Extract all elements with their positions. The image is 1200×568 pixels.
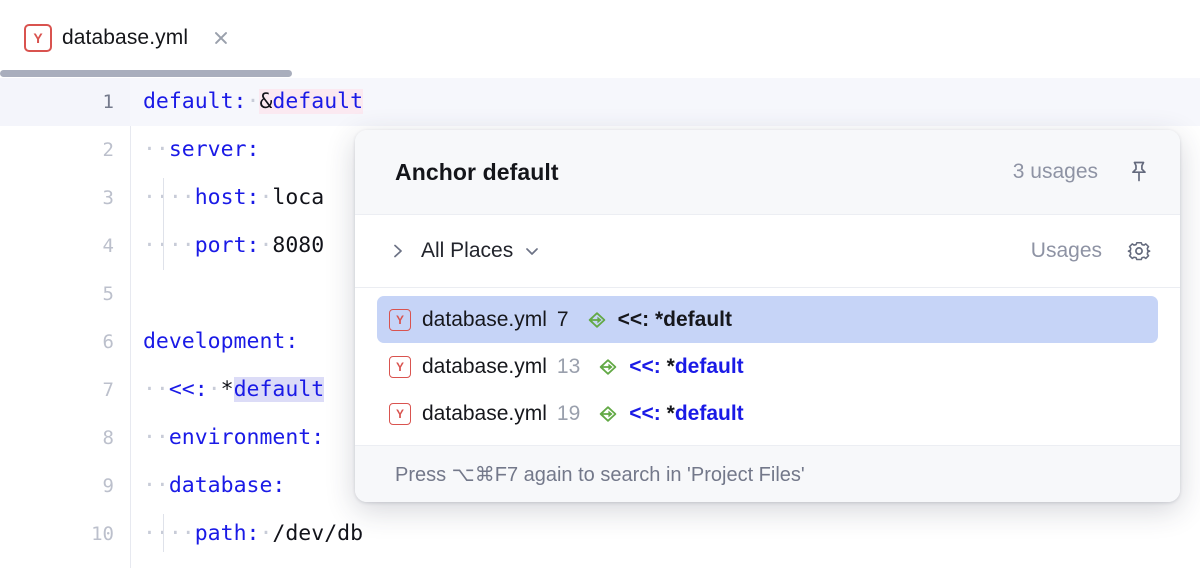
yml-file-icon: Y (389, 308, 411, 331)
code-token: loca (272, 185, 325, 210)
code-token: ·· (168, 233, 195, 258)
chevron-down-icon[interactable] (523, 242, 541, 260)
line-number: 5 (102, 283, 114, 305)
code-token: ·· (142, 377, 169, 402)
scope-label[interactable]: All Places (421, 239, 514, 262)
yml-file-icon: Y (389, 402, 411, 425)
popup-header: Anchor default 3 usages (355, 130, 1180, 215)
code-line[interactable]: ··database: (130, 462, 1200, 510)
line-number: 2 (102, 139, 114, 161)
line-number: 10 (91, 523, 114, 545)
code-line[interactable]: ····path:·/dev/db (130, 510, 1200, 558)
usages-count: 3 usages (1012, 160, 1098, 183)
result-line-number: 7 (556, 307, 569, 331)
code-token: ·· (142, 425, 169, 450)
code-token: ·· (142, 521, 169, 546)
code-token: development: (142, 329, 299, 354)
gutter-divider (130, 78, 131, 568)
result-line-number: 19 (556, 401, 581, 425)
anchor-declaration: default (272, 89, 364, 114)
code-line[interactable]: development: (130, 318, 1200, 366)
code-token: ·· (142, 473, 169, 498)
code-token: ·· (142, 137, 169, 162)
code-token: <<: (168, 377, 208, 402)
code-token: ·· (168, 521, 195, 546)
code-token: ·· (142, 185, 169, 210)
code-token: · (259, 233, 273, 258)
result-line-number: 13 (556, 354, 581, 378)
code-token: ·· (168, 185, 195, 210)
line-number: 1 (102, 91, 114, 113)
line-number: 3 (102, 187, 114, 209)
find-usages-popup: Anchor default 3 usages All Places (355, 130, 1180, 502)
line-number: 8 (102, 427, 114, 449)
code-token: default: (142, 89, 247, 114)
popup-hint-text: Press ⌥⌘F7 again to search in 'Project F… (395, 463, 805, 486)
indent-guide (163, 514, 164, 552)
result-code-snippet: <<: *default (629, 401, 744, 425)
yml-file-icon: Y (389, 355, 411, 378)
horizontal-scrollbar[interactable] (0, 70, 292, 77)
code-line[interactable]: default:·&default (130, 78, 1200, 126)
code-token: * (220, 377, 234, 402)
pin-icon[interactable] (1124, 157, 1154, 187)
popup-toolbar: All Places Usages (355, 215, 1180, 288)
code-token: environment: (168, 425, 325, 450)
code-token: 8080 (272, 233, 325, 258)
code-line[interactable]: ··<<:·*default (130, 366, 1200, 414)
result-code-snippet: <<: *default (617, 307, 732, 331)
line-number: 7 (102, 379, 114, 401)
code-token: host: (194, 185, 260, 210)
code-token: · (207, 377, 221, 402)
read-write-access-icon (596, 404, 618, 424)
anchor-declaration: & (259, 89, 273, 114)
read-write-access-icon (596, 357, 618, 377)
line-number: 6 (102, 331, 114, 353)
line-number-gutter: 1 2 3 4 5 6 7 8 9 10 (0, 78, 130, 568)
code-token: · (259, 185, 273, 210)
code-line[interactable]: ··environment: (130, 414, 1200, 462)
alias-reference: default (233, 377, 325, 402)
result-file-name: database.yml (422, 354, 547, 378)
editor-tab-database-yml[interactable]: Y database.yml (18, 18, 238, 58)
code-line[interactable]: ··server: (130, 126, 1200, 174)
code-token: /dev/db (272, 521, 364, 546)
result-file-name: database.yml (422, 307, 547, 331)
code-token: ·· (142, 233, 169, 258)
code-token: port: (194, 233, 260, 258)
line-number: 9 (102, 475, 114, 497)
code-line[interactable]: ····host:·loca (130, 174, 1200, 222)
code-token: · (246, 89, 260, 114)
current-line-gutter-highlight (0, 78, 130, 126)
close-icon[interactable] (210, 27, 232, 49)
gear-icon[interactable] (1124, 236, 1154, 266)
read-write-access-icon (585, 310, 607, 330)
code-token: path: (194, 521, 260, 546)
code-token: · (259, 521, 273, 546)
code-token: database: (168, 473, 286, 498)
chevron-right-icon[interactable] (389, 242, 407, 260)
result-file-name: database.yml (422, 401, 547, 425)
code-token: server: (168, 137, 260, 162)
line-number: 4 (102, 235, 114, 257)
usages-filter-label[interactable]: Usages (1030, 239, 1102, 262)
yml-file-icon: Y (24, 24, 52, 52)
code-text-area[interactable]: default:·&default ··server: ····host:·lo… (130, 78, 1200, 568)
indent-guide (163, 178, 164, 270)
tab-title: database.yml (62, 26, 189, 49)
editor-tab-bar: Y database.yml (0, 0, 1200, 70)
page-title: Anchor default (395, 158, 559, 185)
popup-footer: Press ⌥⌘F7 again to search in 'Project F… (355, 445, 1180, 502)
code-line[interactable]: ····port:·8080 (130, 222, 1200, 270)
result-code-snippet: <<: *default (629, 354, 744, 378)
